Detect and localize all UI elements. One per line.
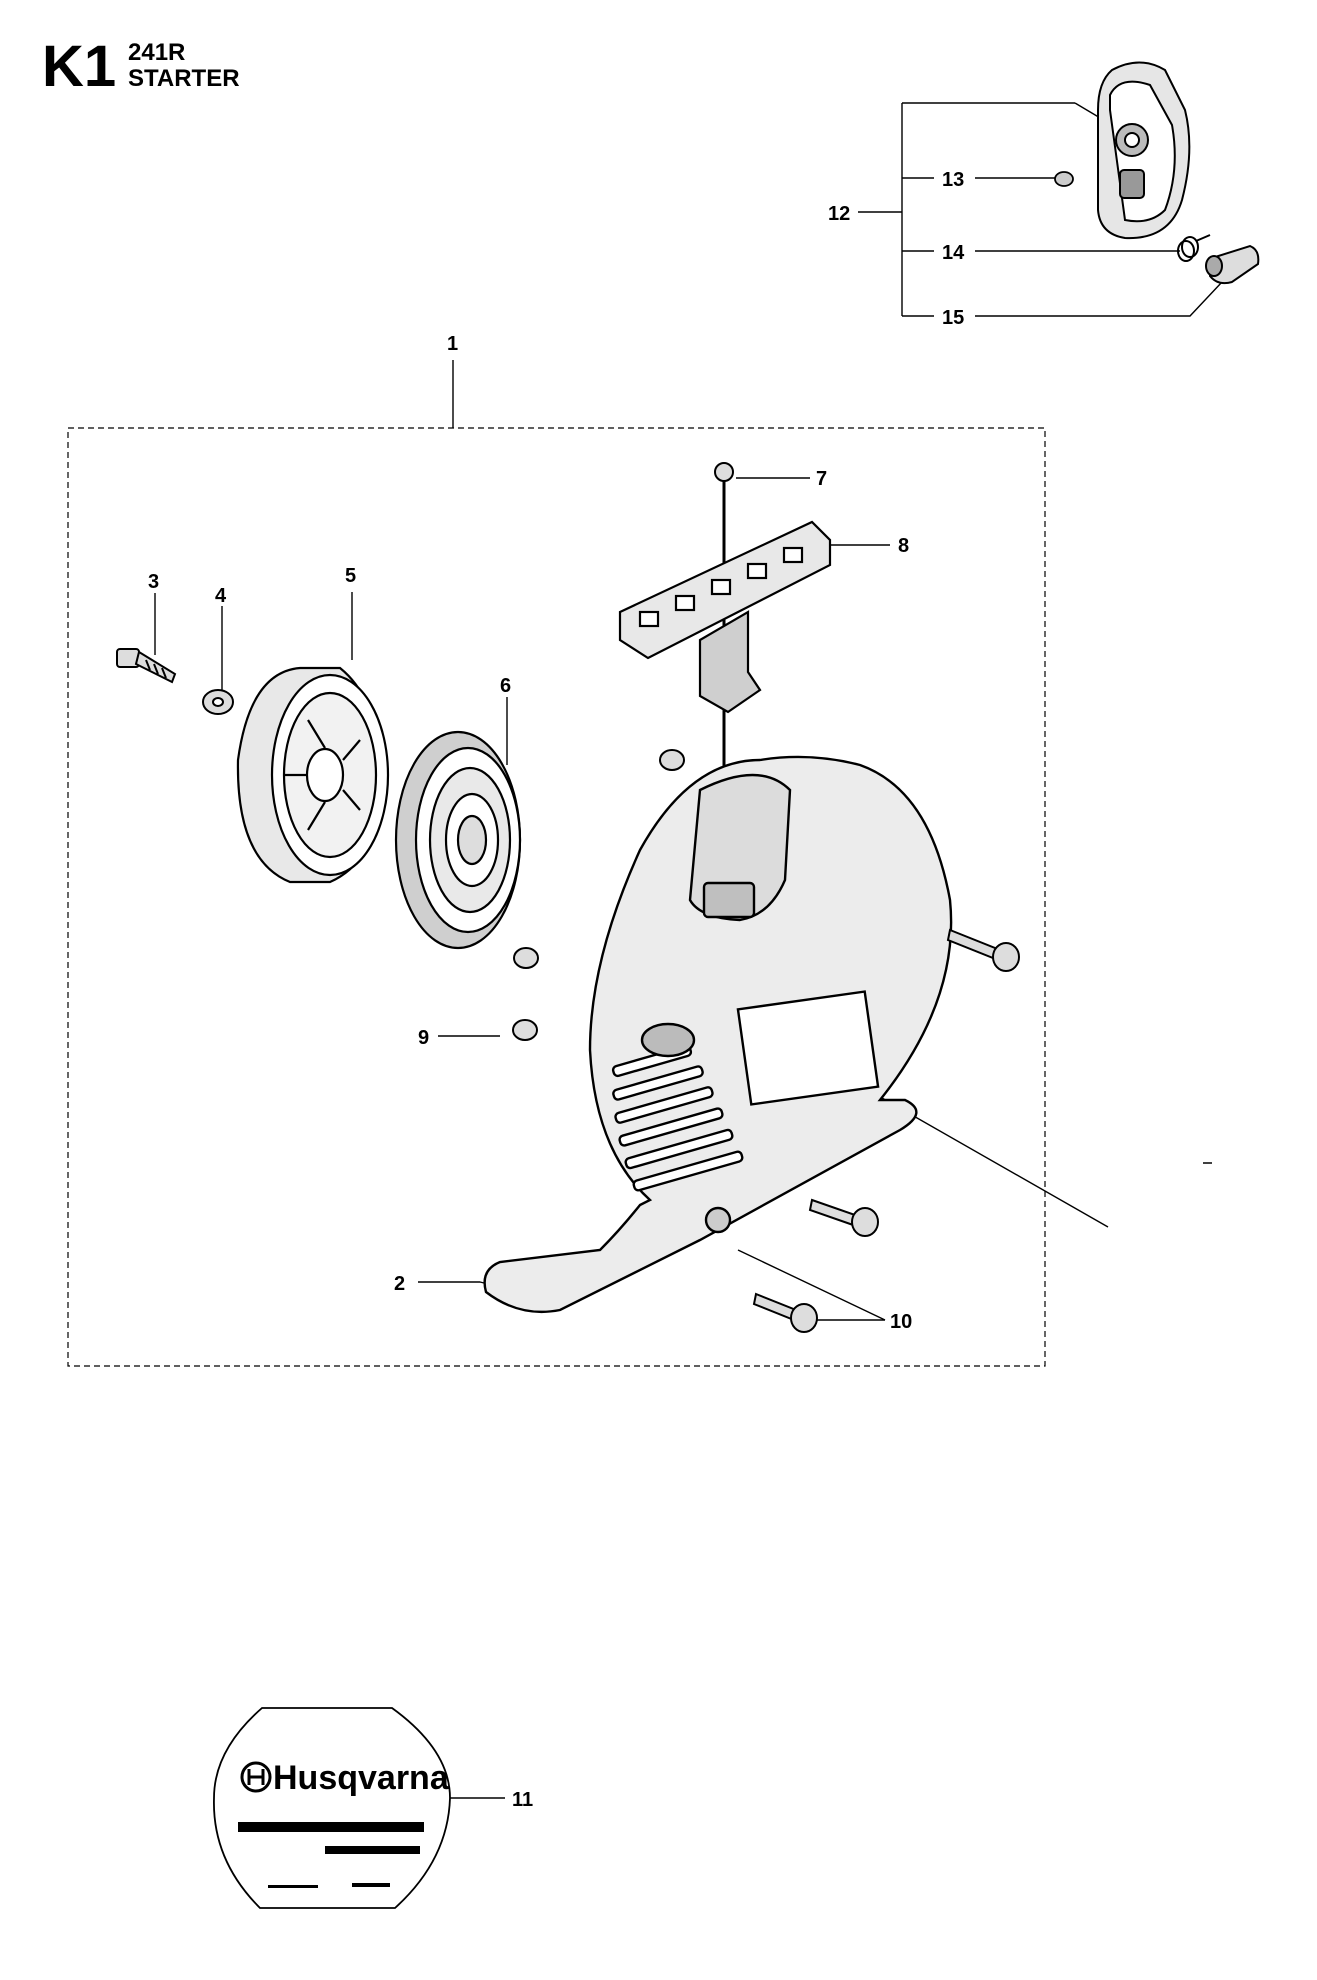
part-8-handle xyxy=(618,520,832,714)
callout-11: 11 xyxy=(512,1789,533,1811)
callout-4: 4 xyxy=(215,585,227,607)
decal-small-print-left xyxy=(268,1885,318,1888)
leader-lines xyxy=(154,102,1223,1799)
husqvarna-logo-mark xyxy=(240,1761,272,1793)
model-name: 241R xyxy=(128,39,186,66)
callout-12: 12 xyxy=(828,203,850,225)
decal-brand-text: Husqvarna xyxy=(273,1759,450,1797)
callout-6: 6 xyxy=(500,675,511,697)
callout-2: 2 xyxy=(394,1273,405,1295)
part-5-pulley xyxy=(236,666,390,884)
part-2-starter-housing xyxy=(483,755,953,1314)
callout-3: 3 xyxy=(148,571,159,593)
part-14-spring xyxy=(1177,234,1211,262)
decal-bar xyxy=(238,1822,424,1832)
part-6-recoil-spring xyxy=(394,730,522,950)
callout-15: 15 xyxy=(942,307,964,329)
section-title: STARTER xyxy=(128,65,240,92)
callout-5: 5 xyxy=(345,565,356,587)
part-13-clip xyxy=(1054,171,1074,187)
callout-labels: 1 2 3 4 5 6 7 8 9 10 11 12 13 14 15 xyxy=(148,169,965,1811)
part-3-screw xyxy=(116,648,177,684)
housing-vent-slots xyxy=(611,1044,744,1192)
part-9-bushings xyxy=(512,749,685,1041)
part-11-decal: Husqvarna xyxy=(213,1707,451,1909)
part-10-screws xyxy=(752,928,1020,1333)
part-15-knob xyxy=(1205,244,1260,285)
callout-10: 10 xyxy=(890,1311,912,1333)
callout-7: 7 xyxy=(816,468,827,490)
callout-13: 13 xyxy=(942,169,964,191)
callout-1: 1 xyxy=(447,333,458,355)
callout-8: 8 xyxy=(898,535,909,557)
decal-small-print-right xyxy=(352,1883,390,1887)
decal-model-fragment xyxy=(325,1846,420,1854)
part-4-washer xyxy=(202,689,234,715)
callout-9: 9 xyxy=(418,1027,429,1049)
section-code: K1 xyxy=(42,34,117,99)
assembly-frame xyxy=(67,427,1046,1367)
part-12-small-cover xyxy=(1097,61,1191,240)
callout-14: 14 xyxy=(942,242,965,264)
